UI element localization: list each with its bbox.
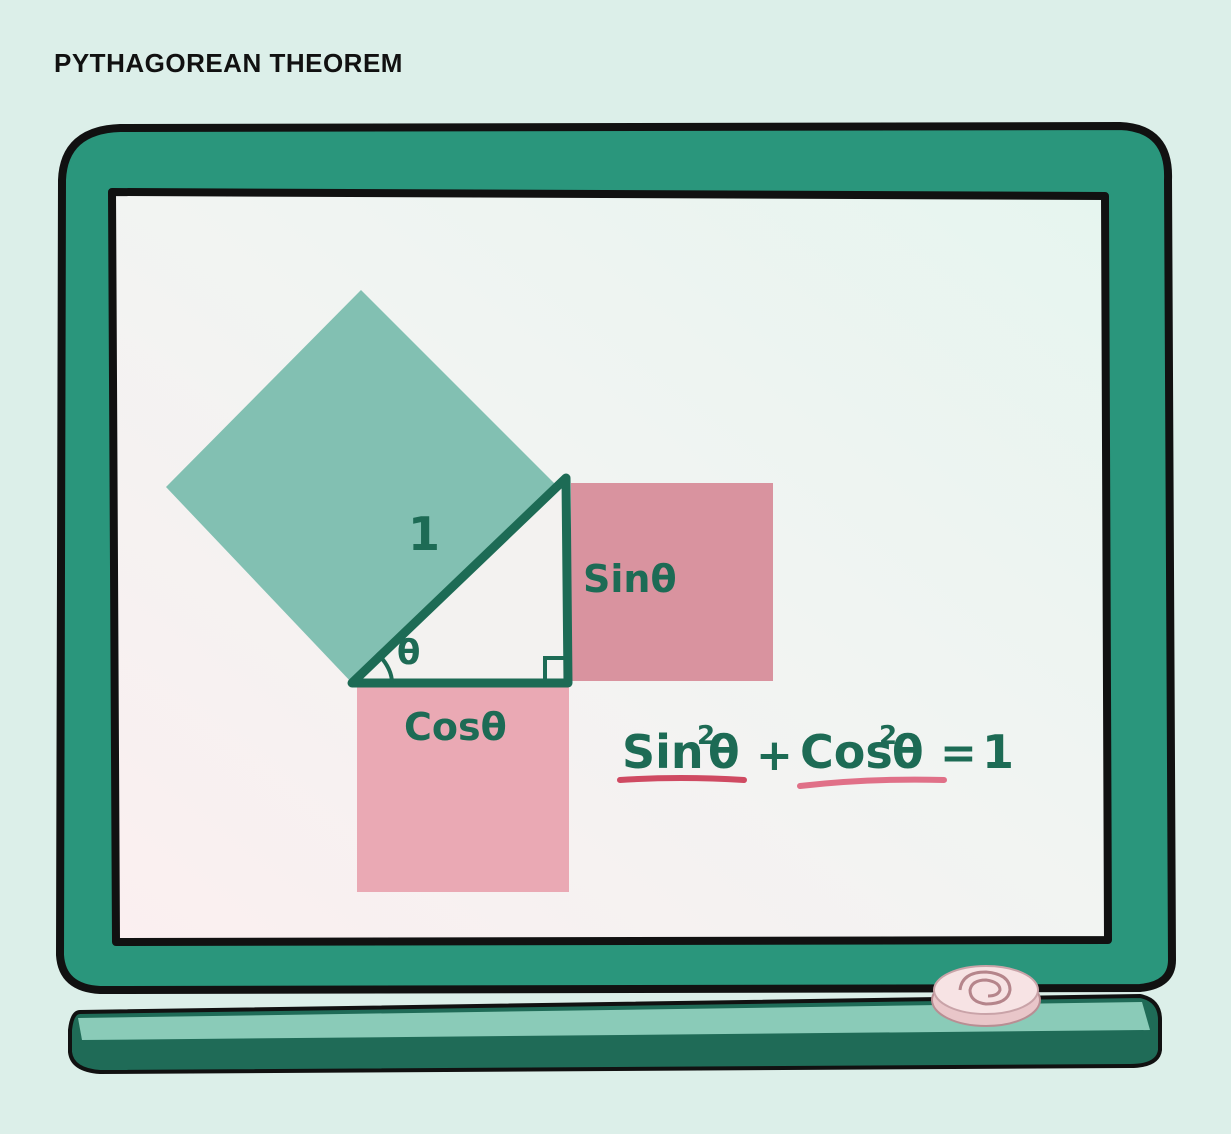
equation-cos: Cos bbox=[800, 725, 893, 779]
adjacent-label: Cosθ bbox=[404, 705, 507, 749]
identity-equation: Sin 2 θ + Cos 2 θ = 1 bbox=[617, 721, 1014, 789]
eraser-icon bbox=[931, 965, 1041, 1027]
page-title: PYTHAGOREAN THEOREM bbox=[54, 48, 403, 78]
chalk-tray-top bbox=[78, 1002, 1150, 1040]
equation-sin: Sin bbox=[622, 725, 704, 779]
opposite-label: Sinθ bbox=[583, 557, 677, 601]
hypotenuse-label: 1 bbox=[408, 507, 440, 561]
angle-label: θ bbox=[397, 633, 420, 673]
right-triangle bbox=[347, 473, 573, 688]
right-angle-mark bbox=[543, 656, 565, 680]
equation-result: 1 bbox=[982, 725, 1014, 779]
equation-sin-theta: θ bbox=[708, 725, 740, 779]
angle-arc bbox=[375, 651, 394, 684]
equation-equals: = bbox=[940, 728, 977, 779]
sin-square bbox=[571, 483, 773, 681]
sin-underline bbox=[617, 775, 747, 783]
equation-plus: + bbox=[756, 730, 793, 781]
cos-underline bbox=[797, 776, 947, 789]
equation-cos-exponent: 2 bbox=[879, 721, 897, 751]
equation-sin-exponent: 2 bbox=[697, 721, 715, 751]
hypotenuse-square bbox=[166, 290, 556, 683]
cos-square bbox=[357, 684, 569, 892]
equation-cos-theta: θ bbox=[892, 725, 924, 779]
